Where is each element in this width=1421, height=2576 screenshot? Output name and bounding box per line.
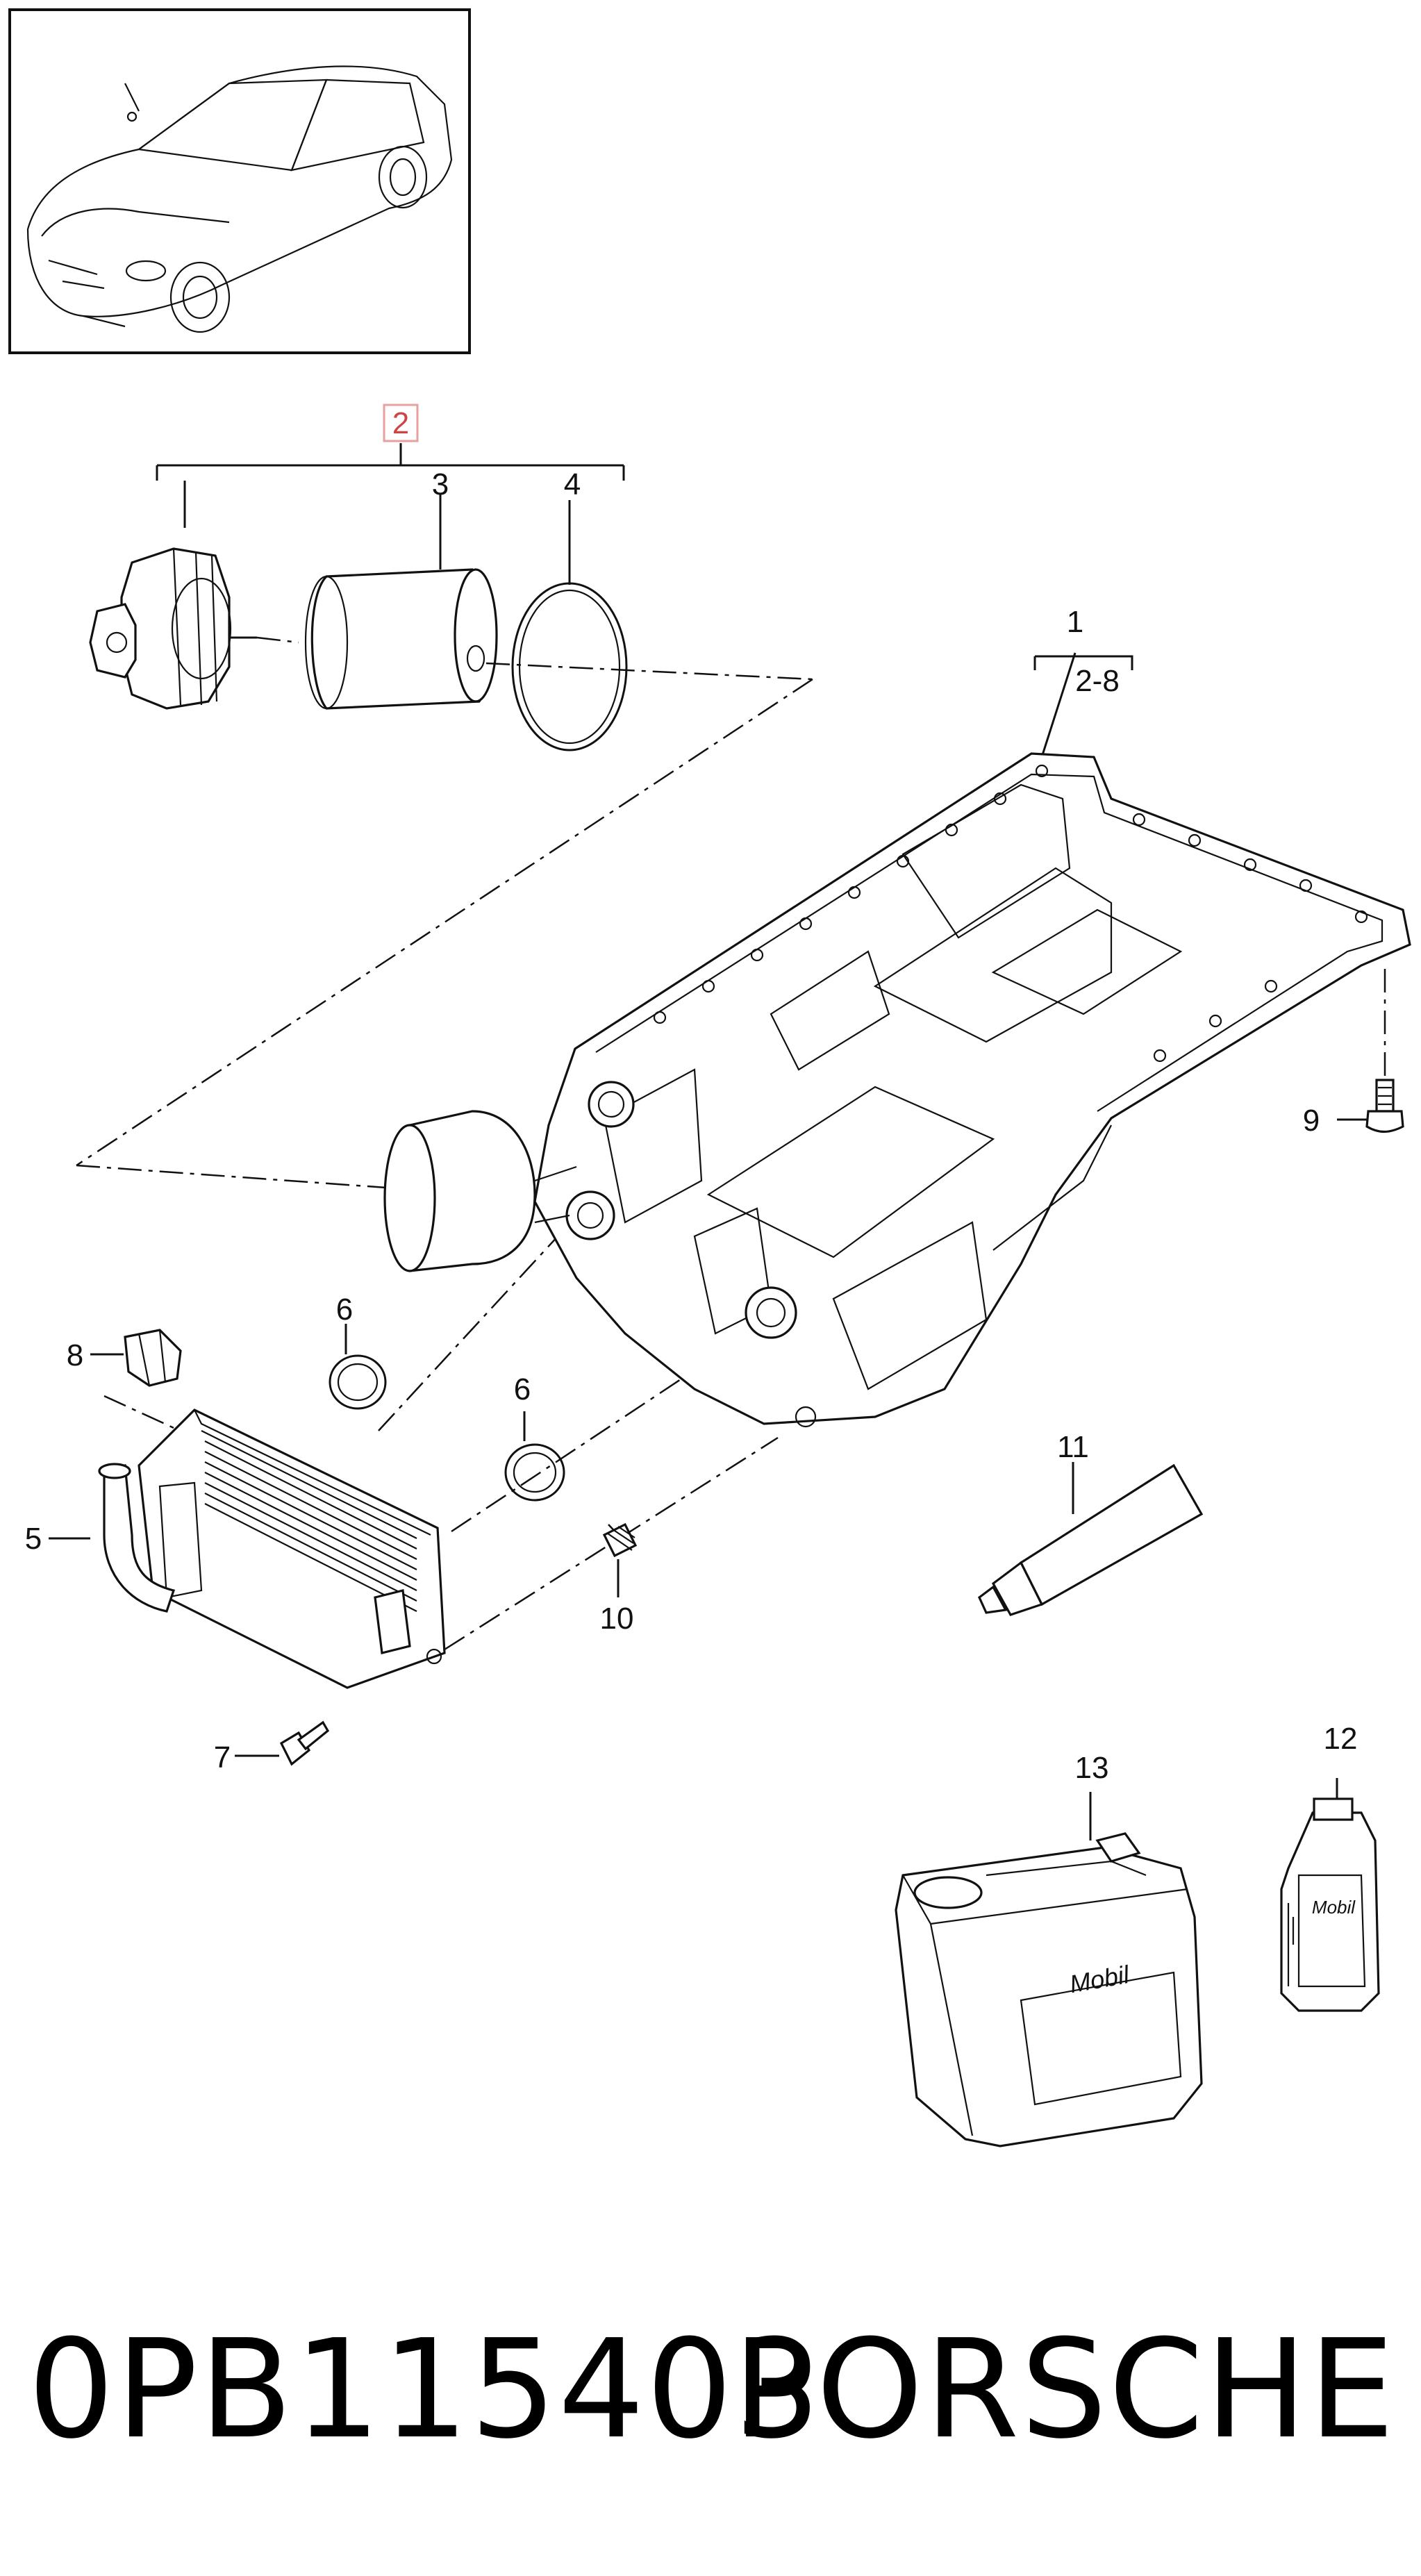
callout-11-label[interactable]: 11 [1057, 1430, 1089, 1464]
callout-10-label[interactable]: 10 [600, 1602, 634, 1636]
callout-8-label[interactable]: 8 [67, 1338, 83, 1372]
oil-bottle: Mobil [1280, 1778, 1380, 2012]
part-number: 0PB115403 [28, 2311, 822, 2469]
callout-3-label[interactable]: 3 [432, 467, 449, 501]
gasket-6a [329, 1324, 387, 1410]
callout-4-label[interactable]: 4 [564, 467, 581, 501]
filter-element [304, 495, 498, 710]
callout-1-range-label[interactable]: 2-8 [1075, 664, 1120, 698]
clamp-8 [90, 1329, 182, 1387]
bolt-7 [235, 1720, 330, 1766]
callout-6a-label[interactable]: 6 [336, 1293, 353, 1327]
o-ring [511, 500, 628, 751]
car-illustration [26, 65, 453, 333]
callout-2-highlight-box [383, 404, 419, 442]
callout-7-label[interactable]: 7 [214, 1740, 231, 1775]
callout-2-label[interactable]: 2 [392, 406, 409, 440]
sealant-tube [978, 1462, 1204, 1616]
callout-13-label[interactable]: 13 [1075, 1751, 1109, 1785]
oil-cooler [49, 1409, 446, 1689]
callout-labels: 1 2-8 3 4 5 6 6 7 8 9 10 11 12 13 [25, 467, 1358, 1785]
bottle-brand-label: Mobil [1312, 1897, 1356, 1918]
oil-canister: Mobil [895, 1792, 1203, 2147]
callout-6b-label[interactable]: 6 [514, 1372, 531, 1406]
gasket-6b [504, 1411, 565, 1502]
brand-name: PORSCHE [733, 2311, 1396, 2469]
callout-9-label[interactable]: 9 [1303, 1104, 1320, 1138]
callout-1-bracket [1033, 655, 1133, 670]
callout-1-label[interactable]: 1 [1067, 605, 1083, 639]
callout-2-group: 2 [156, 404, 625, 481]
footer: 0PB115403 PORSCHE [28, 2311, 1396, 2469]
callout-12-label[interactable]: 12 [1324, 1722, 1358, 1756]
callout-5-label[interactable]: 5 [25, 1522, 42, 1556]
oil-filter-cap [89, 481, 257, 710]
vehicle-thumbnail [8, 8, 471, 354]
flange-bolt-holes [653, 764, 1368, 1063]
insert-10 [602, 1522, 638, 1597]
oil-pan [383, 652, 1411, 1428]
bolt-9 [1337, 1079, 1404, 1133]
